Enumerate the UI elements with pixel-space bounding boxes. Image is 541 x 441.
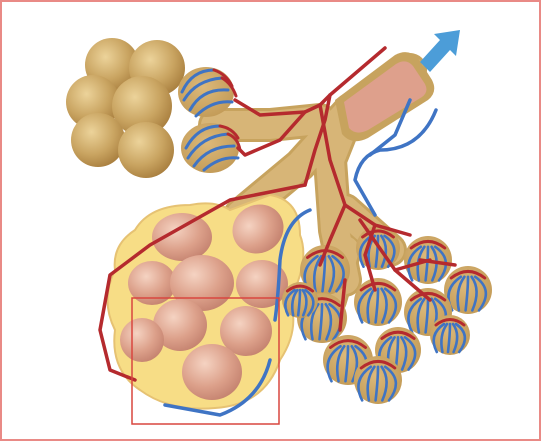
airflow-arrow-icon xyxy=(420,30,460,72)
alveolar-sac-pink xyxy=(108,195,304,409)
main-bronchus xyxy=(335,52,434,141)
alveolar-cluster-gold xyxy=(66,38,240,178)
alveolar-cluster-capillaries xyxy=(282,226,492,404)
